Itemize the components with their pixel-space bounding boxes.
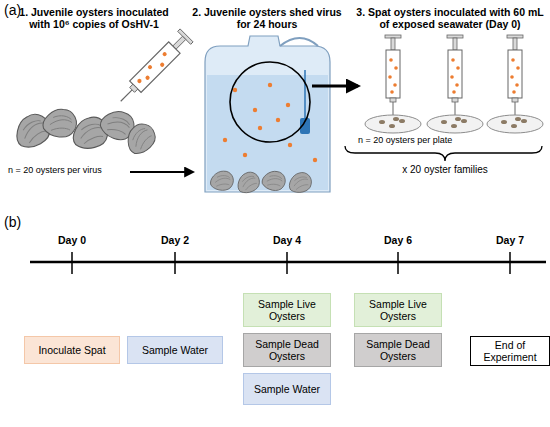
day-label: Day 7 — [480, 234, 540, 246]
step-text: Sample Water — [254, 383, 320, 395]
syringe-icon — [114, 29, 193, 108]
annotation-text: n = 20 oysters per plate — [358, 135, 508, 145]
flow-arrow — [130, 171, 193, 173]
step-text: Sample Dead Oysters — [248, 338, 326, 362]
day-label: Day 0 — [42, 234, 102, 246]
step-box: Sample Live Oysters — [243, 293, 331, 327]
step-text: Sample Water — [142, 344, 208, 356]
step-text: Sample Live Oysters — [359, 298, 437, 322]
day-label: Day 4 — [257, 234, 317, 246]
step-box: Sample Water — [243, 373, 331, 405]
flow-arrow — [312, 85, 358, 88]
annotation-text: x 20 oyster families — [370, 164, 520, 176]
curly-brace — [345, 146, 542, 161]
step-box: Sample Dead Oysters — [243, 333, 331, 367]
panel-letter: (b) — [4, 214, 44, 230]
step-text: Sample Live Oysters — [248, 298, 326, 322]
step-box: Sample Dead Oysters — [354, 333, 442, 367]
syringe-icon — [385, 35, 523, 116]
timeline-tick — [72, 252, 510, 274]
step-box: Sample Water — [127, 336, 223, 364]
day-label: Day 2 — [145, 234, 205, 246]
step-box: End of Experiment — [470, 336, 550, 366]
oyster-group — [11, 104, 160, 157]
tank-icon — [205, 36, 330, 195]
petri-plate — [365, 115, 543, 133]
annotation-text: n = 20 oysters per virus — [8, 165, 138, 175]
timeline-axis — [30, 261, 546, 264]
step-text: End of Experiment — [475, 339, 545, 363]
day-label: Day 6 — [368, 234, 428, 246]
step-text: Sample Dead Oysters — [359, 338, 437, 362]
annotation-text: 2. Juvenile oysters shed virus for 24 ho… — [192, 6, 342, 30]
annotation-text: 3. Spat oysters inoculated with 60 mL of… — [352, 6, 548, 30]
step-box: Inoculate Spat — [24, 336, 120, 364]
step-text: Inoculate Spat — [38, 344, 105, 356]
step-box: Sample Live Oysters — [354, 293, 442, 327]
annotation-text: 1. Juvenile oysters inoculated with 10⁶ … — [14, 6, 174, 30]
